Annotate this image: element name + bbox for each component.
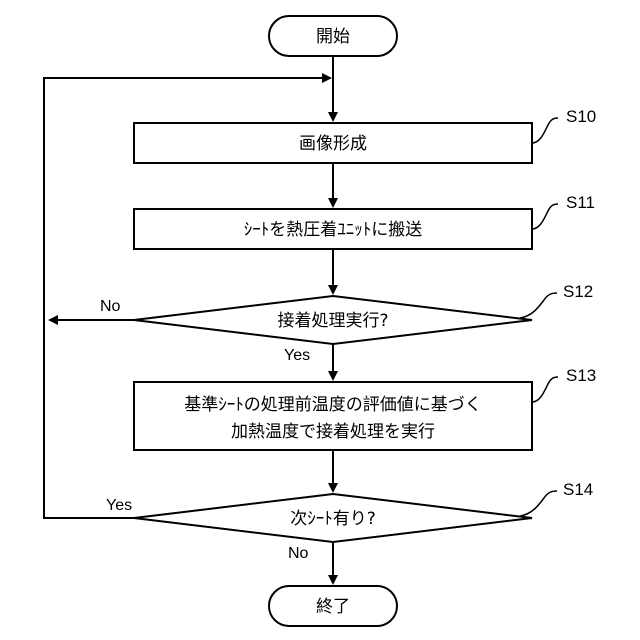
step-s13-text-line1: 基準ｼｰﾄの処理前温度の評価値に基づく [184,395,482,415]
step-s11-text: ｼｰﾄを熱圧着ﾕﾆｯﾄに搬送 [244,220,423,240]
start-label: 開始 [316,27,350,47]
step-s13-text-line2: 加熱温度で接着処理を実行 [231,422,435,442]
step-s13-leader [532,377,558,402]
branch-s14-yes: Yes [106,497,132,514]
branch-s14-no: No [288,545,309,562]
step-s10-leader [532,118,558,143]
step-s14-leader [520,491,557,516]
step-s11-leader [532,204,558,229]
step-s14-id: S14 [563,480,593,499]
decision-s14-text: 次ｼｰﾄ有り? [290,509,376,529]
branch-s12-yes: Yes [284,347,310,364]
end-label: 終了 [316,597,350,617]
step-s13-id: S13 [566,366,596,385]
step-s12-leader [520,293,557,318]
branch-s12-no: No [100,298,121,315]
step-s11-id: S11 [566,193,595,212]
decision-s12-text: 接着処理実行? [277,311,388,331]
step-s10-text: 画像形成 [299,134,367,154]
step-s12-id: S12 [563,282,593,301]
step-s10-id: S10 [566,107,596,126]
